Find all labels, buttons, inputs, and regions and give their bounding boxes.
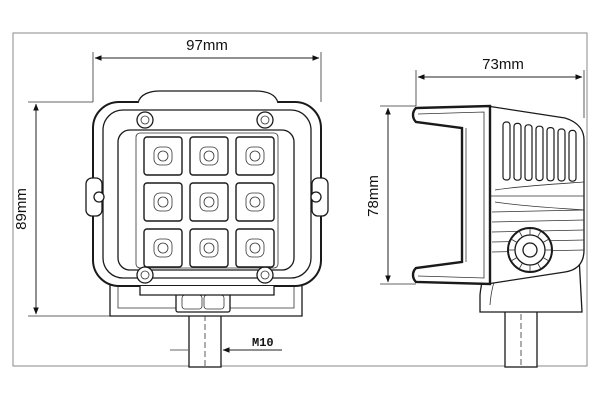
heatsink-fin xyxy=(513,122,522,181)
side-mounting-stem xyxy=(504,304,538,368)
knob-tooth xyxy=(537,231,541,238)
knob-tooth xyxy=(519,231,523,238)
corner-screw-tl xyxy=(136,111,154,129)
led-cell xyxy=(189,182,229,222)
heatsink-rib xyxy=(491,209,585,213)
heatsink-fins xyxy=(491,121,585,253)
side-view: 73mm 78mm xyxy=(365,56,585,368)
heatsink-rib xyxy=(491,219,585,223)
heatsink-fin xyxy=(524,124,533,182)
heatsink-fin xyxy=(568,129,577,182)
heatsink-fin xyxy=(557,128,566,182)
front-width-dimension: 97mm xyxy=(92,37,322,102)
knob-tooth xyxy=(542,257,549,261)
corner-screw-bl xyxy=(136,266,154,284)
knob-tooth xyxy=(511,239,518,243)
thread-label: M10 xyxy=(252,336,274,350)
led-cell xyxy=(143,136,183,176)
side-height-label: 78mm xyxy=(365,175,382,217)
side-bezel xyxy=(411,104,492,286)
heatsink-fin xyxy=(546,126,555,182)
knob-tooth xyxy=(542,239,549,243)
front-height-label: 89mm xyxy=(13,188,30,230)
knob-tooth xyxy=(537,262,541,269)
front-width-label: 97mm xyxy=(186,37,228,54)
knob-tooth xyxy=(519,262,523,269)
front-height-dimension: 89mm xyxy=(13,101,110,317)
corner-screw-br xyxy=(256,266,274,284)
heatsink-fin xyxy=(502,121,511,181)
led-cell xyxy=(235,182,275,222)
thread-callout: M10 xyxy=(170,336,282,353)
corner-screw-tr xyxy=(256,111,274,129)
led-cell xyxy=(189,228,229,268)
side-height-dimension: 78mm xyxy=(365,105,416,285)
heatsink-fin xyxy=(535,125,544,182)
led-cell xyxy=(143,228,183,268)
side-depth-label: 73mm xyxy=(482,56,524,73)
led-grid xyxy=(143,136,275,268)
mounting-stem xyxy=(188,314,222,368)
drawing-border xyxy=(12,32,588,367)
led-cell xyxy=(143,182,183,222)
side-depth-dimension: 73mm xyxy=(415,56,585,118)
knob-tooth xyxy=(511,257,518,261)
led-cell xyxy=(189,136,229,176)
front-view: 97mm 89mm M10 xyxy=(13,37,329,368)
led-cell xyxy=(235,136,275,176)
pivot-knob xyxy=(507,227,553,273)
led-cell xyxy=(235,228,275,268)
